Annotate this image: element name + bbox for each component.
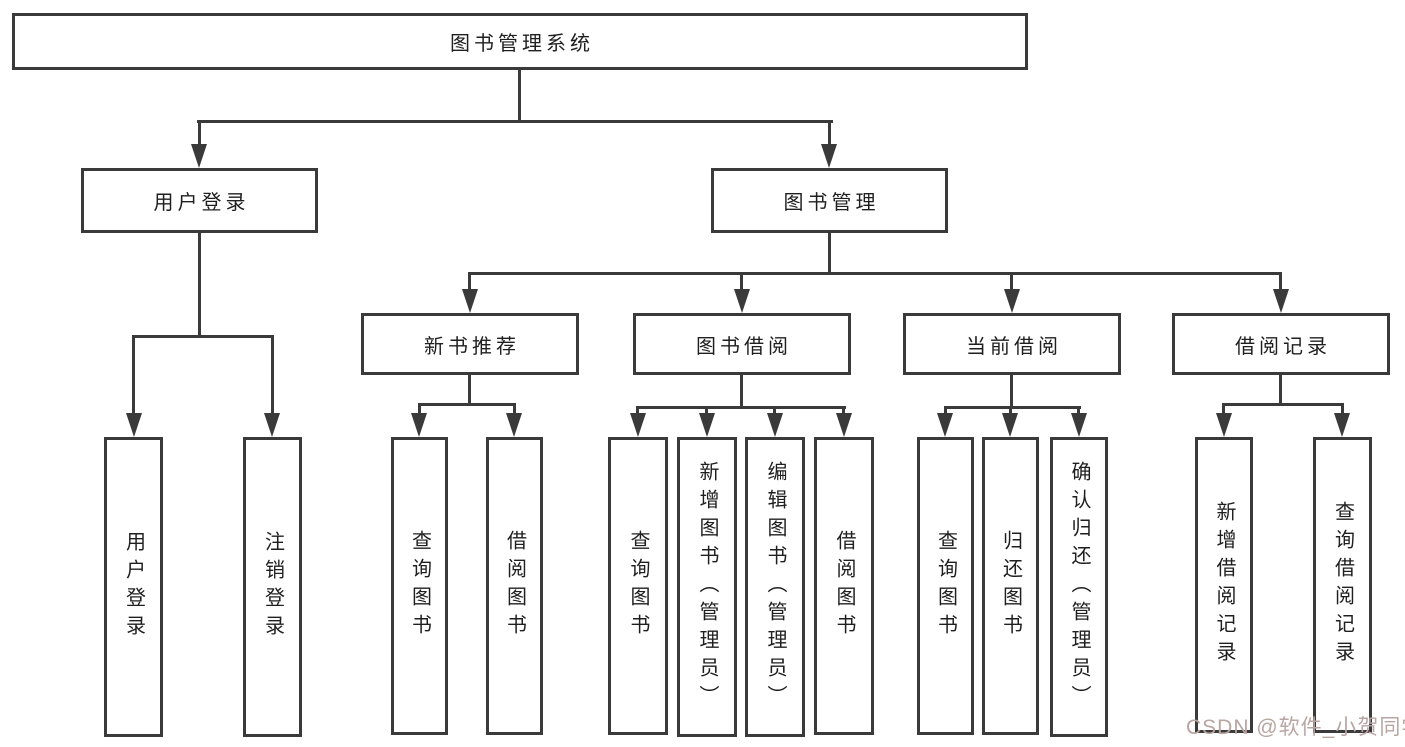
arrow-down-icon	[1334, 413, 1350, 437]
arrow-down-icon	[1216, 413, 1232, 437]
arrow-down-icon	[630, 413, 646, 437]
connector-drop-book-borrow	[740, 272, 743, 292]
connector-drop-user-login	[198, 120, 201, 148]
connector-drop-leaf	[636, 406, 639, 418]
arrow-down-icon	[734, 289, 750, 313]
node-book-borrow: 图书借阅	[633, 313, 851, 375]
arrow-down-icon	[1273, 289, 1289, 313]
leaf-return-books: 归还图书	[982, 437, 1039, 735]
leaf-query-books: 查询图书	[391, 437, 448, 735]
leaf-borrow-books: 借阅图书	[486, 437, 543, 735]
connector-drop-leaf	[1222, 403, 1225, 417]
arrow-down-icon	[126, 413, 142, 437]
arrow-down-icon	[836, 413, 852, 437]
node-book-management: 图书管理	[711, 168, 948, 233]
node-new-book-recommend: 新书推荐	[361, 313, 579, 375]
connector-root-stub	[518, 70, 521, 120]
leaf-borrow-books: 借阅图书	[814, 437, 874, 735]
connector-drop-leaf	[1341, 403, 1344, 417]
leaf-add-borrow-record: 新增借阅记录	[1195, 437, 1253, 733]
connector-branch-new-book	[418, 403, 516, 406]
leaf-add-books-admin: 新增图书（管理员）	[677, 437, 737, 737]
connector-branch-level2	[468, 272, 1282, 275]
connector-drop-leaf	[1077, 406, 1080, 418]
arrow-down-icon	[699, 413, 715, 437]
connector-drop-borrow-records	[1279, 272, 1282, 292]
connector-drop-leaf	[513, 403, 516, 417]
connector-drop-new-book	[468, 272, 471, 292]
connector-drop-leaf	[418, 403, 421, 417]
node-user-login: 用户登录	[81, 168, 318, 233]
leaf-query-books: 查询图书	[917, 437, 974, 735]
connector-drop-login-leaf	[132, 335, 135, 417]
leaf-query-books: 查询图书	[608, 437, 668, 735]
connector-drop-logout-leaf	[271, 335, 274, 417]
leaf-query-borrow-record: 查询借阅记录	[1313, 437, 1372, 733]
arrow-down-icon	[191, 144, 207, 168]
leaf-edit-books-admin: 编辑图书（管理员）	[745, 437, 805, 737]
connector-current-borrow-stub	[1010, 375, 1013, 406]
connector-branch-user-login	[132, 335, 274, 338]
arrow-down-icon	[506, 413, 522, 437]
arrow-down-icon	[1004, 289, 1020, 313]
connector-drop-leaf	[842, 406, 845, 418]
arrow-down-icon	[937, 413, 953, 437]
arrow-down-icon	[411, 413, 427, 437]
arrow-down-icon	[767, 413, 783, 437]
node-library-management-system: 图书管理系统	[12, 13, 1028, 70]
arrow-down-icon	[264, 413, 280, 437]
connector-new-book-stub	[468, 375, 471, 403]
connector-drop-leaf	[773, 406, 776, 418]
arrow-down-icon	[462, 289, 478, 313]
connector-book-borrow-stub	[740, 375, 743, 406]
connector-user-login-stub	[198, 233, 201, 335]
connector-book-management-stub	[828, 233, 831, 272]
connector-drop-current-borrow	[1010, 272, 1013, 292]
connector-drop-leaf	[1009, 406, 1012, 418]
connector-branch-book-borrow	[636, 406, 846, 409]
connector-branch-current-borrow	[944, 406, 1081, 409]
csdn-watermark: CSDN @软件_小贺同学	[1186, 716, 1405, 739]
leaf-user-login: 用户登录	[104, 437, 163, 737]
connector-drop-leaf	[944, 406, 947, 418]
connector-drop-book-management	[828, 120, 831, 148]
connector-branch-borrow-records	[1222, 403, 1344, 406]
arrow-down-icon	[821, 144, 837, 168]
node-current-borrow: 当前借阅	[903, 313, 1121, 375]
connector-borrow-records-stub	[1279, 375, 1282, 403]
connector-drop-leaf	[705, 406, 708, 418]
node-borrow-records: 借阅记录	[1172, 313, 1390, 375]
connector-branch-level1	[197, 120, 833, 123]
leaf-confirm-return-admin: 确认归还（管理员）	[1050, 437, 1108, 737]
arrow-down-icon	[1002, 413, 1018, 437]
arrow-down-icon	[1071, 413, 1087, 437]
leaf-logout: 注销登录	[243, 437, 302, 737]
